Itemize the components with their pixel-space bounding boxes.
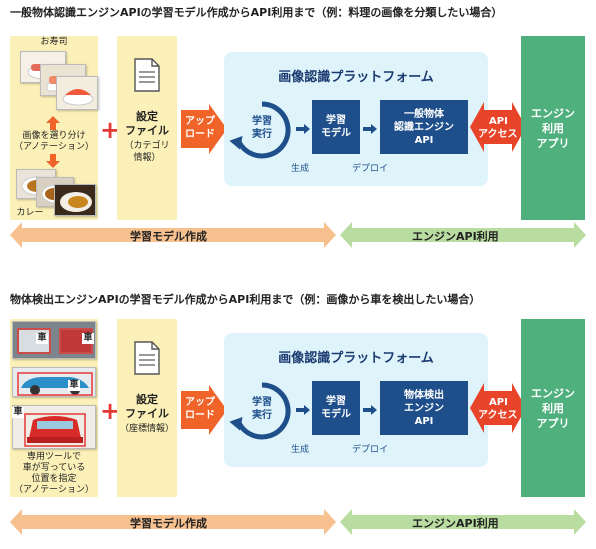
api-access-arrow (470, 102, 526, 152)
document-icon (134, 341, 160, 375)
arrow-up-icon (46, 116, 60, 130)
model-label: 学習 (326, 115, 346, 126)
model-creation-band (10, 509, 336, 535)
generate-label: 生成 (291, 445, 310, 455)
arrow-right-icon (363, 405, 377, 415)
sushi-image (56, 76, 98, 110)
model-creation-band (10, 222, 336, 248)
annotation-line: 専用ツールで (26, 452, 81, 462)
learning-label: 学習 (252, 397, 272, 408)
annotation-line: 車が写っている (22, 463, 86, 473)
settings-subtitle: （座標情報） (119, 424, 174, 434)
deploy-label: デプロイ (352, 164, 389, 174)
car-image (12, 405, 96, 449)
learning-label: 実行 (252, 410, 272, 421)
learning-cycle-icon (229, 382, 291, 440)
learning-model-box: 学習モデル (312, 100, 360, 154)
upload-arrow (181, 104, 227, 154)
app-label: エンジン (531, 106, 575, 120)
upload-label: ロード (185, 410, 215, 421)
curry-label: カレー (16, 208, 44, 218)
car-image (12, 367, 96, 397)
model-creation-label: 学習モデル作成 (130, 230, 207, 243)
engine-label: API (414, 415, 434, 427)
upload-label: アップ (185, 397, 215, 408)
engine-app-box: エンジン利用アプリ (521, 319, 585, 497)
annotation-line: 位置を指定 (31, 474, 77, 484)
annotation-line: （アノテーション） (13, 142, 94, 152)
engine-use-band (340, 509, 586, 535)
platform-title: 画像認識プラットフォーム (278, 70, 434, 85)
arrow-down-icon (46, 154, 60, 168)
api-access-label: アクセス (478, 129, 518, 140)
image-set-box: お寿司 画像を選り分け （アノテーション） カレー (10, 36, 98, 220)
app-label: 利用 (542, 121, 564, 135)
app-label: アプリ (536, 416, 570, 430)
upload-arrow (181, 385, 227, 435)
settings-subtitle: 情報） (133, 153, 161, 163)
settings-title: 設定 (136, 110, 158, 123)
sushi-label: お寿司 (40, 37, 68, 47)
learning-label: 実行 (252, 129, 272, 140)
model-creation-label: 学習モデル作成 (130, 517, 207, 530)
app-label: エンジン (531, 386, 575, 400)
learning-model-box: 学習モデル (312, 381, 360, 435)
api-access-label: API (489, 397, 508, 408)
api-access-arrow (470, 383, 526, 433)
curry-image (54, 184, 96, 216)
model-label: モデル (321, 409, 351, 420)
plus-icon: + (100, 116, 121, 144)
app-label: 利用 (542, 401, 564, 415)
model-label: 学習 (326, 396, 346, 407)
engine-label: API (414, 134, 434, 146)
platform-title: 画像認識プラットフォーム (278, 351, 434, 366)
settings-title: ファイル (125, 124, 169, 137)
api-access-label: API (489, 116, 508, 127)
app-label: アプリ (536, 136, 570, 150)
deploy-label: デプロイ (352, 445, 389, 455)
car-tag: 車 (12, 407, 24, 418)
engine-label: エンジン (404, 402, 444, 414)
settings-subtitle: （カテゴリ (124, 141, 170, 151)
arrow-right-icon (296, 124, 310, 134)
learning-cycle-icon (229, 101, 291, 159)
learning-label: 学習 (252, 116, 272, 127)
generate-label: 生成 (291, 164, 310, 174)
settings-file-box: 設定 ファイル （座標情報） (117, 319, 177, 497)
section-title: 一般物体認識エンジンAPIの学習モデル作成からAPI利用まで（例：料理の画像を分… (10, 6, 503, 19)
section-detection: 物体検出エンジンAPIの学習モデル作成からAPI利用まで（例：画像から車を検出し… (0, 287, 596, 549)
document-icon (134, 58, 160, 92)
engine-use-label: エンジンAPI利用 (412, 517, 499, 530)
engine-label: 認識エンジン (394, 121, 454, 133)
engine-use-label: エンジンAPI利用 (412, 230, 499, 243)
section-classification: 一般物体認識エンジンAPIの学習モデル作成からAPI利用まで（例：料理の画像を分… (0, 0, 596, 270)
engine-label: 物体検出 (404, 389, 444, 401)
annotation-line: 画像を選り分け (22, 131, 86, 141)
settings-title: 設定 (136, 393, 158, 406)
settings-file-box: 設定 ファイル （カテゴリ 情報） (117, 36, 177, 220)
model-label: モデル (321, 128, 351, 139)
upload-label: ロード (185, 129, 215, 140)
car-tag: 車 (82, 333, 94, 344)
api-access-label: アクセス (478, 410, 518, 421)
engine-app-box: エンジン利用アプリ (521, 36, 585, 220)
car-tag: 車 (36, 333, 48, 344)
section-title: 物体検出エンジンAPIの学習モデル作成からAPI利用まで（例：画像から車を検出し… (10, 293, 481, 306)
settings-title: ファイル (125, 407, 169, 420)
upload-label: アップ (185, 116, 215, 127)
car-tag: 車 (68, 380, 80, 391)
plus-icon: + (100, 397, 121, 425)
annotation-line: （アノテーション） (13, 485, 94, 495)
engine-label: 一般物体 (404, 108, 444, 120)
arrow-right-icon (363, 124, 377, 134)
engine-use-band (340, 222, 586, 248)
image-set-box: 車 車 車 車 専用ツールで 車が写っている 位置を指定 （アノテーション） (10, 319, 98, 497)
arrow-right-icon (296, 405, 310, 415)
